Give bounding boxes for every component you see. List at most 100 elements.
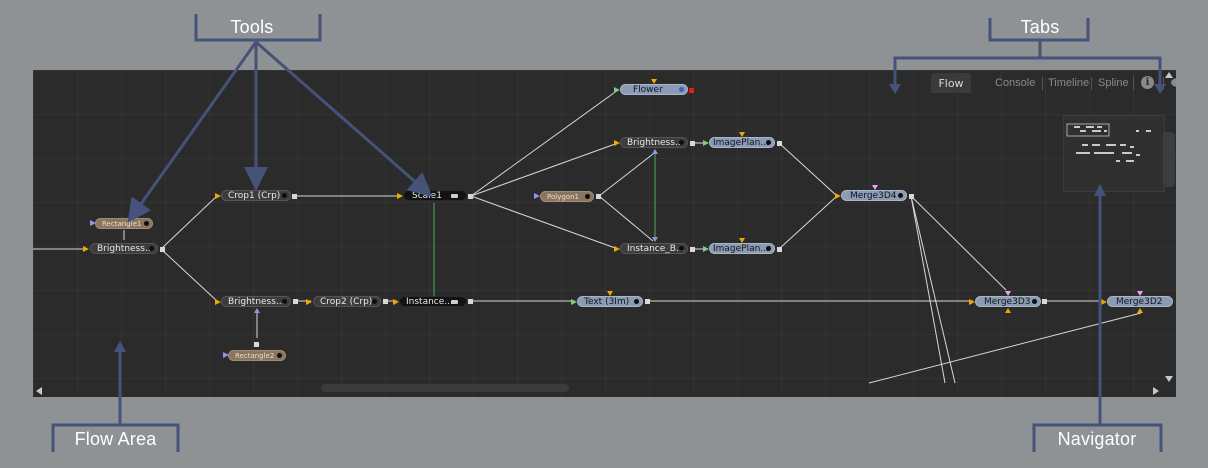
tab-divider: [1133, 77, 1134, 90]
scroll-up-arrow-icon[interactable]: [1165, 72, 1173, 78]
output-port[interactable]: [596, 194, 601, 199]
flow-area[interactable]: Rectangle1 Brightness... Crop1 (Crp) Bri…: [33, 70, 1176, 397]
output-port[interactable]: [777, 247, 782, 252]
node-output-dot: [679, 87, 684, 92]
node-output-dot: [1032, 299, 1037, 304]
brightness-left-label: Brightness...: [97, 244, 154, 254]
input-port-icon: [614, 87, 620, 93]
crop1-node[interactable]: Crop1 (Crp): [221, 190, 291, 201]
tab-divider: [1042, 77, 1043, 90]
vertical-scrollbar[interactable]: [1163, 132, 1175, 187]
output-port[interactable]: [689, 88, 694, 93]
input-port-icon: [835, 193, 841, 199]
output-port[interactable]: [690, 141, 695, 146]
scale1-node[interactable]: Scale1: [403, 190, 467, 201]
input-port-icon: [215, 193, 221, 199]
instance-b-label: Instance_B...: [627, 244, 685, 254]
node-output-dot: [282, 299, 287, 304]
input-port-icon: [83, 246, 89, 252]
polygon1-node[interactable]: Polygon1: [540, 191, 594, 202]
tab-console[interactable]: Console: [995, 77, 1036, 89]
input-port-icon: [607, 291, 613, 296]
flower-node[interactable]: Flower: [620, 84, 688, 95]
rectangle1-node[interactable]: Rectangle1: [95, 218, 153, 229]
node-output-dot: [679, 140, 684, 145]
merge3d2-label: Merge3D2: [1116, 297, 1163, 307]
imageplane-top-label: ImagePlan...: [713, 138, 769, 148]
input-port-icon: [571, 299, 577, 305]
navigator-panel[interactable]: [1063, 115, 1165, 192]
output-port[interactable]: [468, 299, 473, 304]
tab-timeline[interactable]: Timeline: [1048, 77, 1090, 89]
node-output-dot: [144, 221, 149, 226]
output-port[interactable]: [292, 194, 297, 199]
output-port[interactable]: [777, 141, 782, 146]
info-icon[interactable]: i: [1141, 76, 1154, 89]
instance-lower-node[interactable]: Instance...: [399, 296, 467, 307]
output-port[interactable]: [645, 299, 650, 304]
input-port-icon: [1137, 308, 1143, 313]
input-port-icon: [215, 299, 221, 305]
input-port-icon: [1101, 299, 1107, 305]
scroll-down-arrow-icon[interactable]: [1165, 376, 1173, 382]
scale1-label: Scale1: [412, 191, 442, 201]
node-output-dot: [277, 353, 282, 358]
output-port[interactable]: [468, 194, 473, 199]
input-port-icon: [703, 246, 709, 252]
imageplane-bottom-label: ImagePlan...: [713, 244, 769, 254]
input-port-icon: [703, 140, 709, 146]
brightness-lower-node[interactable]: Brightness...: [221, 296, 291, 307]
output-port[interactable]: [909, 194, 914, 199]
speech-bubble-icon[interactable]: [1171, 78, 1176, 87]
input-port-icon: [614, 140, 620, 146]
text-3im-label: Text (3Im): [584, 297, 630, 307]
scroll-right-arrow-icon[interactable]: [1153, 387, 1159, 395]
imageplane-top-node[interactable]: ImagePlan...: [709, 137, 775, 148]
merge3d3-label: Merge3D3: [984, 297, 1031, 307]
input-port-icon: [1005, 291, 1011, 296]
merge3d3-node[interactable]: Merge3D3: [975, 296, 1041, 307]
merge3d2-node[interactable]: Merge3D2: [1107, 296, 1173, 307]
mask-input-icon: [652, 149, 658, 154]
input-port-icon: [652, 237, 658, 242]
output-port[interactable]: [293, 299, 298, 304]
merge3d4-label: Merge3D4: [850, 191, 897, 201]
brightness-top-node[interactable]: Brightness...: [620, 137, 688, 148]
output-port[interactable]: [1042, 299, 1047, 304]
input-port-icon: [651, 79, 657, 84]
instance-lower-label: Instance...: [406, 297, 453, 307]
output-port[interactable]: [160, 247, 165, 252]
brightness-left-node[interactable]: Brightness...: [90, 243, 158, 254]
node-output-dot: [766, 140, 771, 145]
input-port-icon: [397, 193, 403, 199]
input-port-icon: [872, 185, 878, 190]
input-port-icon: [1137, 291, 1143, 296]
node-output-dot: [451, 194, 458, 198]
input-port-icon: [1005, 308, 1011, 313]
rectangle2-node[interactable]: Rectangle2: [228, 350, 286, 361]
navigator-minimap: [1066, 123, 1151, 162]
crop1-label: Crop1 (Crp): [228, 191, 281, 201]
horizontal-scrollbar[interactable]: [321, 384, 569, 392]
input-port-icon: [90, 220, 96, 226]
tools-callout: Tools: [230, 17, 274, 37]
output-port[interactable]: [254, 342, 259, 347]
crop2-node[interactable]: Crop2 (Crp): [313, 296, 381, 307]
node-output-dot: [679, 246, 684, 251]
node-output-dot: [282, 193, 287, 198]
input-port-icon: [969, 299, 975, 305]
instance-b-node[interactable]: Instance_B...: [620, 243, 688, 254]
tab-flow[interactable]: Flow: [931, 73, 971, 93]
output-port[interactable]: [690, 247, 695, 252]
merge3d4-node[interactable]: Merge3D4: [841, 190, 907, 201]
imageplane-bottom-node[interactable]: ImagePlan...: [709, 243, 775, 254]
scroll-left-arrow-icon[interactable]: [36, 387, 42, 395]
tab-spline[interactable]: Spline: [1098, 77, 1129, 89]
input-port-icon: [306, 299, 312, 305]
output-port[interactable]: [383, 299, 388, 304]
node-output-dot: [898, 193, 903, 198]
navigator-callout: Navigator: [1057, 429, 1137, 449]
flower-label: Flower: [633, 85, 663, 95]
mask-input-icon: [254, 308, 260, 313]
text-3im-node[interactable]: Text (3Im): [577, 296, 643, 307]
